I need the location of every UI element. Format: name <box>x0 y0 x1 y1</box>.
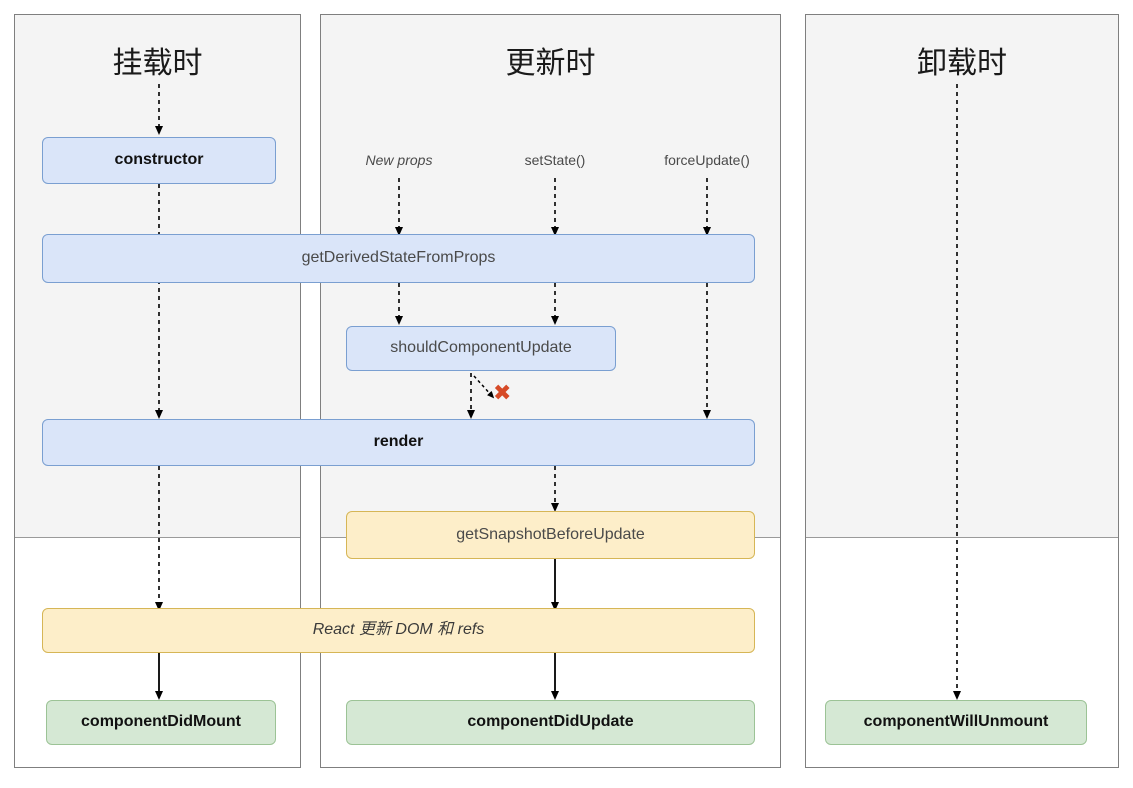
node-component-did-mount[interactable]: componentDidMount <box>46 700 276 745</box>
panel-unmounting <box>805 14 1119 768</box>
node-constructor[interactable]: constructor <box>42 137 276 184</box>
panel-updating <box>320 14 781 768</box>
node-should-component-update[interactable]: shouldComponentUpdate <box>346 326 616 371</box>
node-get-derived-state-from-props[interactable]: getDerivedStateFromProps <box>42 234 755 283</box>
panel-mounting <box>14 14 301 768</box>
node-get-snapshot-before-update[interactable]: getSnapshotBeforeUpdate <box>346 511 755 559</box>
trigger-label-new-props: New props <box>365 152 433 168</box>
trigger-label-force-update: forceUpdate() <box>664 152 750 168</box>
node-component-did-update[interactable]: componentDidUpdate <box>346 700 755 745</box>
panel-title-mounting: 挂载时 <box>112 47 203 80</box>
panel-title-unmounting: 卸载时 <box>917 47 1007 80</box>
node-render[interactable]: render <box>42 419 755 466</box>
unmounting-render-phase-bg <box>806 15 1118 538</box>
node-component-will-unmount[interactable]: componentWillUnmount <box>825 700 1087 745</box>
node-react-updates-dom-and-refs[interactable]: React 更新 DOM 和 refs <box>42 608 755 653</box>
trigger-label-set-state: setState() <box>524 152 586 168</box>
panel-title-updating: 更新时 <box>505 47 596 80</box>
skip-render-x-icon: ✖ <box>493 380 512 405</box>
